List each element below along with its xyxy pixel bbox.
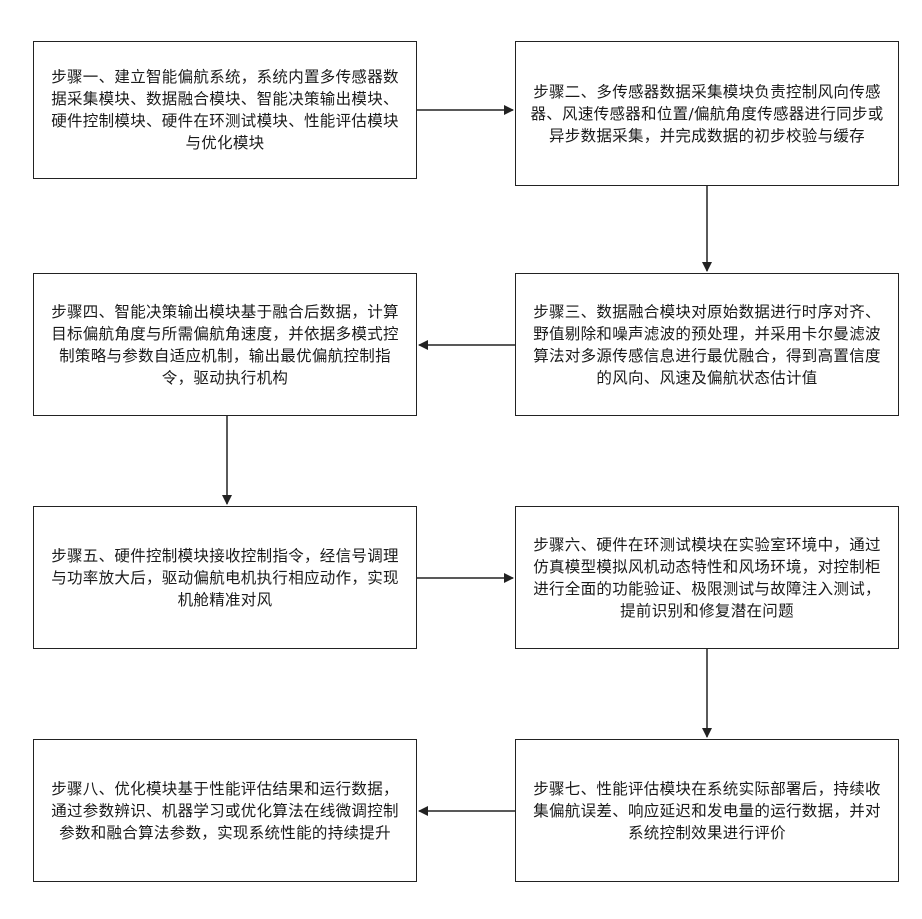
step-4-text: 步骤四、智能决策输出模块基于融合后数据，计算目标偏航角度与所需偏航角速度，并依据… [48, 301, 402, 389]
step-3-box: 步骤三、数据融合模块对原始数据进行时序对齐、野值剔除和噪声滤波的预处理，并采用卡… [515, 273, 899, 416]
step-8-box: 步骤八、优化模块基于性能评估结果和运行数据，通过参数辨识、机器学习或优化算法在线… [33, 739, 417, 882]
step-5-text: 步骤五、硬件控制模块接收控制指令，经信号调理与功率放大后，驱动偏航电机执行相应动… [48, 545, 402, 611]
step-5-box: 步骤五、硬件控制模块接收控制指令，经信号调理与功率放大后，驱动偏航电机执行相应动… [33, 506, 417, 649]
step-8-text: 步骤八、优化模块基于性能评估结果和运行数据，通过参数辨识、机器学习或优化算法在线… [48, 778, 402, 844]
step-7-box: 步骤七、性能评估模块在系统实际部署后，持续收集偏航误差、响应延迟和发电量的运行数… [515, 739, 899, 882]
step-4-box: 步骤四、智能决策输出模块基于融合后数据，计算目标偏航角度与所需偏航角速度，并依据… [33, 273, 417, 416]
step-2-text: 步骤二、多传感器数据采集模块负责控制风向传感器、风速传感器和位置/偏航角度传感器… [530, 81, 884, 147]
step-2-box: 步骤二、多传感器数据采集模块负责控制风向传感器、风速传感器和位置/偏航角度传感器… [515, 41, 899, 186]
step-1-text: 步骤一、建立智能偏航系统，系统内置多传感器数据采集模块、数据融合模块、智能决策输… [48, 66, 402, 154]
step-1-box: 步骤一、建立智能偏航系统，系统内置多传感器数据采集模块、数据融合模块、智能决策输… [33, 41, 417, 179]
step-7-text: 步骤七、性能评估模块在系统实际部署后，持续收集偏航误差、响应延迟和发电量的运行数… [530, 778, 884, 844]
step-6-text: 步骤六、硬件在环测试模块在实验室环境中，通过仿真模型模拟风机动态特性和风场环境，… [530, 534, 884, 622]
step-3-text: 步骤三、数据融合模块对原始数据进行时序对齐、野值剔除和噪声滤波的预处理，并采用卡… [530, 301, 884, 389]
step-6-box: 步骤六、硬件在环测试模块在实验室环境中，通过仿真模型模拟风机动态特性和风场环境，… [515, 506, 899, 649]
